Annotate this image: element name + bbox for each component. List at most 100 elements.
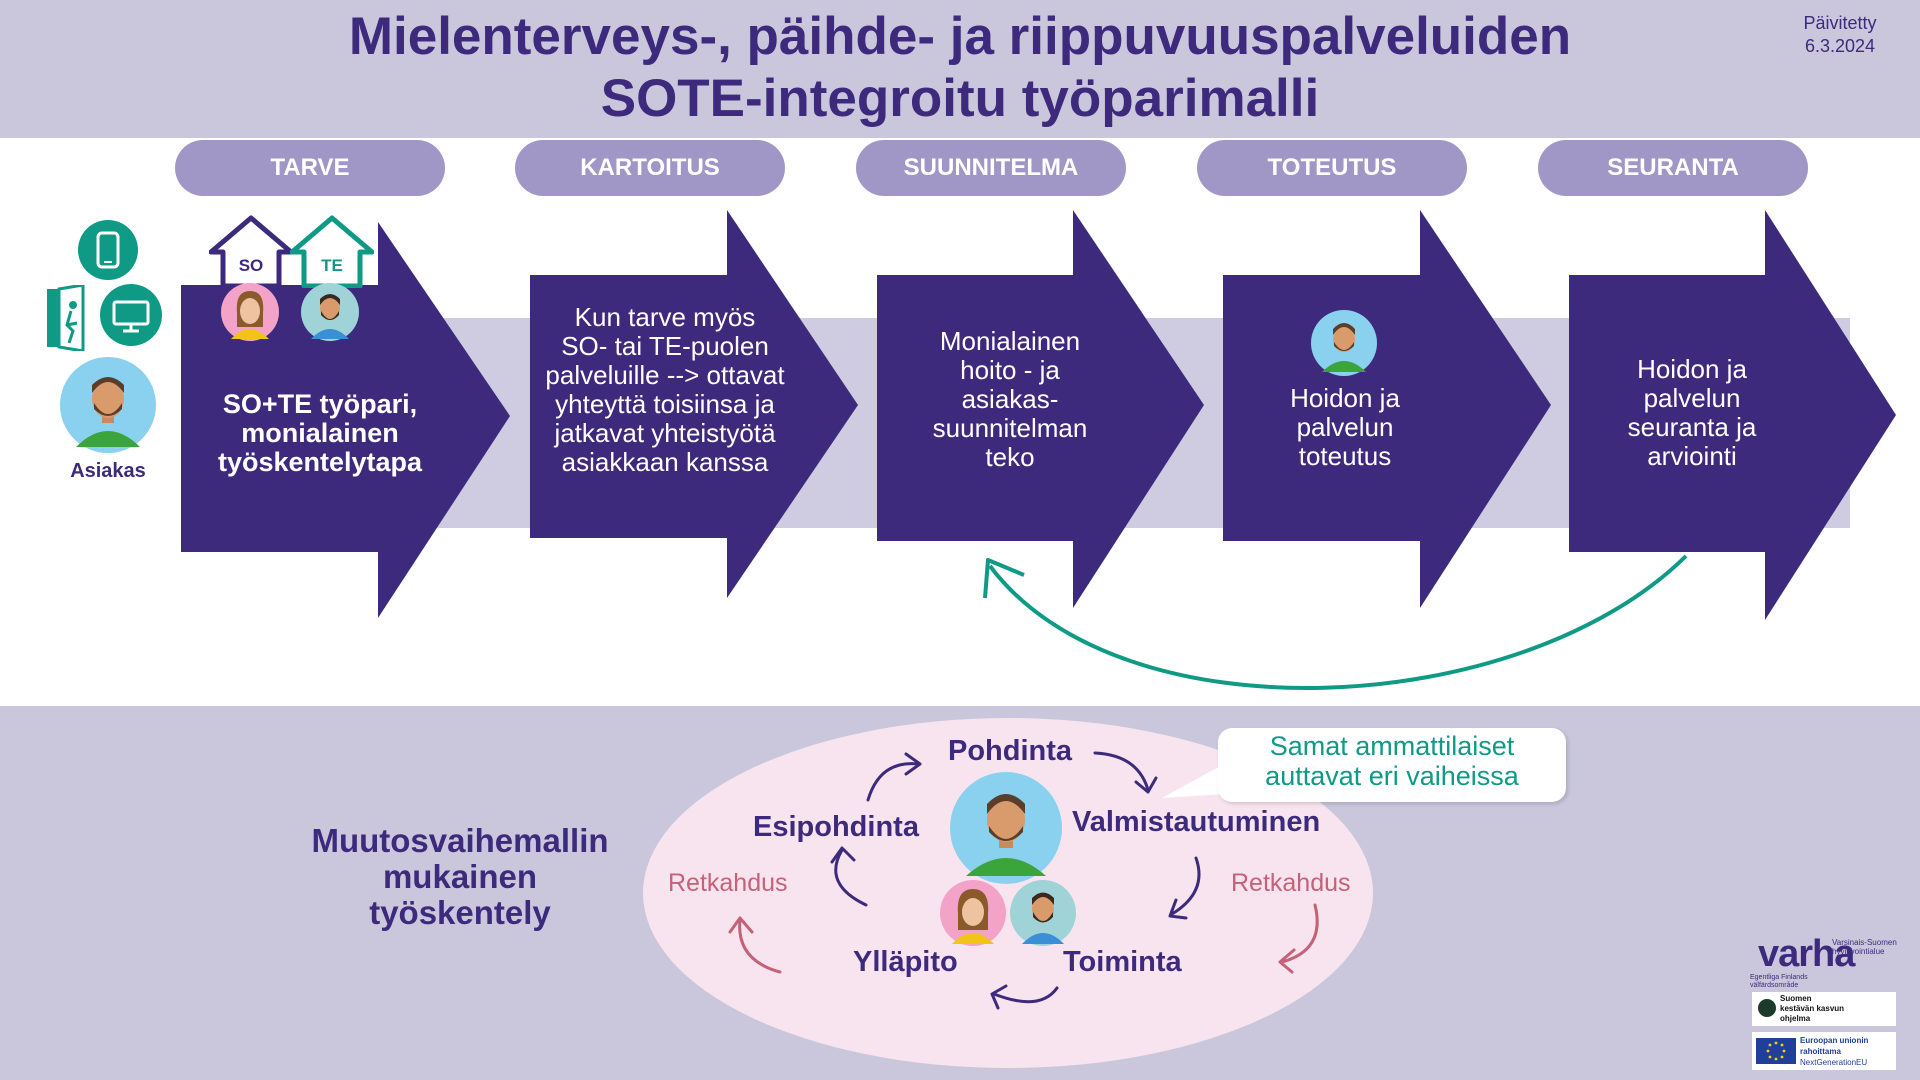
cycle-arrow-yllapito-esipohdinta — [834, 848, 868, 907]
cycle-arrow-pohdinta-valmistautuminen — [1093, 751, 1150, 792]
arrow-text-line: Monialainen — [939, 326, 1081, 356]
arrow-text-line: seuranta ja — [1627, 412, 1757, 442]
arrow-text-line: SO- tai TE-puolen — [561, 331, 769, 361]
phase-pill-kartoitus: KARTOITUS — [515, 140, 785, 196]
growth-program-logo: Suomen kestävän kasvun ohjelma — [1752, 992, 1896, 1026]
feedback-loop-arrow — [988, 554, 1688, 690]
callout-tail — [1162, 764, 1224, 798]
updated-info: Päivitetty 6.3.2024 — [1780, 12, 1900, 58]
arrow-text-line: palveluille --> ottavat — [545, 360, 785, 390]
eu-flag-icon — [1756, 1038, 1796, 1064]
stage-pohdinta: Pohdinta — [948, 735, 1073, 767]
eu-logo-line: Euroopan unionin — [1800, 1036, 1869, 1045]
arrow-shape-seuranta — [1569, 210, 1896, 620]
phase-pill-suunnitelma: SUUNNITELMA — [856, 140, 1126, 196]
arrow-text-line: palvelun — [1296, 412, 1394, 442]
stage-esipohdinta: Esipohdinta — [753, 811, 919, 843]
arrow-shape-kartoitus — [530, 210, 858, 598]
varha-logo-sub-fi: Varsinais-Suomen hyvinvointialue — [1832, 938, 1897, 956]
arrow-text-tarve: SO+TE työpari, monialainen työskentelyta… — [185, 390, 455, 477]
client-avatar — [60, 357, 156, 458]
house-te-tag: TE — [321, 256, 343, 275]
center-soili-avatar — [940, 880, 1006, 951]
arrow-text-line: arviointi — [1647, 441, 1737, 471]
varha-logo-wordmark: varha — [1758, 933, 1855, 975]
arrow-text-line: teko — [985, 442, 1035, 472]
relapse-label-left: Retkahdus — [668, 869, 788, 897]
relapse-arrow-right — [1280, 903, 1319, 964]
phase-pill-tarve: TARVE — [175, 140, 445, 196]
house-so-tag: SO — [238, 256, 264, 275]
arrow-text-line: hoito - ja — [960, 355, 1060, 385]
door-exit-icon — [45, 283, 91, 356]
title-line-1: Mielenterveys-, päihde- ja riippuvuuspal… — [348, 7, 1572, 66]
varha-logo-sub-sv: Egentliga Finlands välfärdsområde — [1750, 974, 1808, 989]
title-line-2: SOTE-integroitu työparimalli — [600, 69, 1320, 128]
arrow-text-line: asiakas- — [961, 384, 1059, 414]
varha-logo: varha Varsinais-Suomen hyvinvointialue E… — [1748, 934, 1898, 990]
soili-label: sos.ohj. Soili — [189, 352, 297, 373]
stage-toiminta: Toiminta — [1063, 946, 1182, 978]
change-model-title-line: mukainen — [382, 858, 538, 895]
arrow-shape-toteutus — [1223, 210, 1551, 608]
eu-logo-text: Euroopan unionin rahoittama NextGenerati… — [1800, 1035, 1896, 1068]
relapse-label-right: Retkahdus — [1231, 869, 1351, 897]
updated-label: Päivitetty — [1803, 13, 1877, 33]
arrow-text-seuranta: Hoidon ja palvelun seuranta ja arviointi — [1572, 355, 1812, 471]
arrow-text-toteutus: Hoidon ja palvelun toteutus — [1225, 384, 1465, 471]
phone-icon — [78, 220, 138, 285]
growth-logo-line: Suomen — [1780, 994, 1812, 1003]
phase-pill-toteutus: TOTEUTUS — [1197, 140, 1467, 196]
relapse-arrow-left — [738, 918, 782, 974]
arrow-text-line: asiakkaan kanssa — [561, 447, 769, 477]
callout-text: Samat ammattilaiset auttavat eri vaiheis… — [1218, 731, 1566, 791]
arrow-text-line: yhteyttä toisiinsa ja — [555, 389, 775, 419]
arrow-text-kartoitus: Kun tarve myös SO- tai TE-puolen palvelu… — [525, 303, 805, 477]
cycle-arrow-esipohdinta-pohdinta — [866, 762, 920, 802]
callout-bubble — [1218, 728, 1566, 802]
arrow-text-suunnitelma: Monialainen hoito - ja asiakas- suunnite… — [880, 327, 1140, 472]
callout-line: Samat ammattilaiset — [1269, 731, 1515, 761]
santtu-avatar — [301, 283, 359, 346]
arrow-text-line: työskentelytapa — [217, 447, 423, 477]
arrow-text-line: monialainen — [241, 418, 399, 448]
cycle-arrow-toiminta-yllapito — [992, 986, 1059, 1004]
change-model-title: Muutosvaihemallin mukainen työskentely — [270, 823, 650, 931]
eu-logo-line: rahoittama — [1800, 1047, 1841, 1056]
arrow-text-line: suunnitelman — [932, 413, 1088, 443]
client-label: Asiakas — [70, 460, 146, 482]
arrow-text-line: SO+TE työpari, — [222, 389, 418, 419]
eu-funding-logo: Euroopan unionin rahoittama NextGenerati… — [1752, 1032, 1896, 1070]
change-model-title-line: Muutosvaihemallin — [311, 822, 609, 859]
relapse-arrowhead-right — [1278, 948, 1296, 974]
eu-logo-line: NextGenerationEU — [1800, 1058, 1868, 1067]
arrow-text-line: Hoidon ja — [1290, 383, 1400, 413]
growth-logo-line: kestävän kasvun — [1780, 1004, 1845, 1013]
cycle-arrowhead — [830, 846, 856, 864]
stage-yllapito: Ylläpito — [853, 946, 958, 978]
feedback-arrowhead — [983, 558, 1025, 599]
center-client-avatar — [950, 772, 1062, 889]
phase-pill-seuranta: SEURANTA — [1538, 140, 1808, 196]
cycle-arrow-valmistautuminen-toiminta — [1170, 856, 1201, 916]
center-santtu-avatar — [1010, 880, 1076, 951]
cycle-arrowhead — [904, 752, 922, 776]
relapse-arrowhead-left — [728, 916, 754, 934]
growth-logo-text: Suomen kestävän kasvun ohjelma — [1780, 994, 1892, 1024]
growth-logo-mark — [1758, 999, 1776, 1017]
arrow-text-line: palvelun — [1643, 383, 1741, 413]
page-title: Mielenterveys-, päihde- ja riippuvuuspal… — [200, 6, 1720, 130]
arrow-text-line: Kun tarve myös — [574, 302, 756, 332]
monitor-icon — [100, 284, 162, 351]
arrow-text-line: toteutus — [1298, 441, 1392, 471]
arrow-shape-suunnitelma — [877, 210, 1204, 608]
arrow-text-line: jatkavat yhteistyötä — [554, 418, 776, 448]
updated-date: 6.3.2024 — [1804, 36, 1876, 56]
cycle-arrowhead — [990, 984, 1008, 1010]
header-band — [0, 0, 1920, 138]
santtu-label: sh Santtu — [319, 352, 401, 373]
arrow-text-line: Hoidon ja — [1637, 354, 1747, 384]
toteutus-avatar — [1311, 310, 1377, 381]
change-model-title-line: työskentely — [369, 894, 551, 931]
